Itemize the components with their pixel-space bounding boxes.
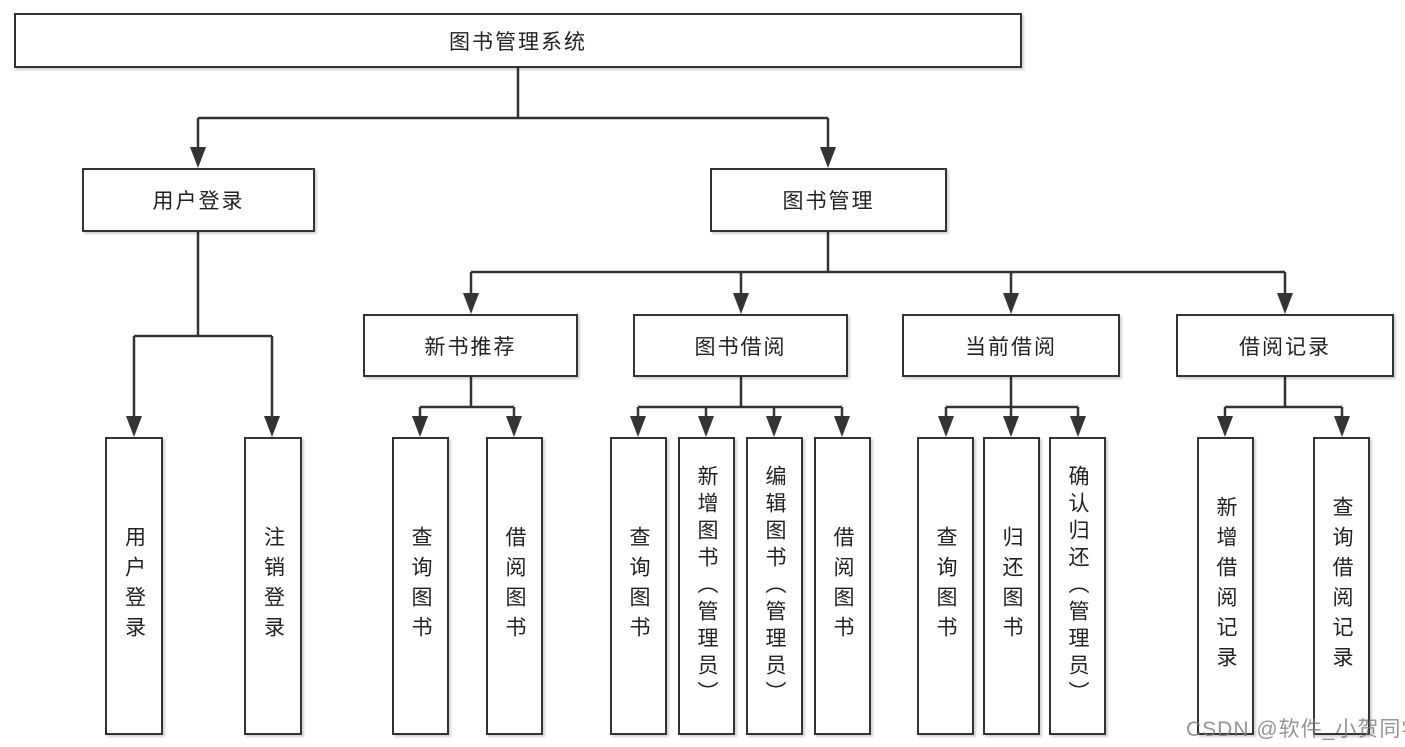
leaf-borrow-books: 借阅图书	[814, 437, 871, 735]
leaf-label: 新增图书（管理员）	[695, 464, 718, 708]
leaf-label: 查询图书	[627, 526, 650, 646]
leaf-label: 借阅图书	[831, 526, 854, 646]
leaf-label: 查询图书	[409, 526, 432, 646]
leaf-label: 查询图书	[934, 526, 957, 646]
leaf-user-login: 用户登录	[105, 437, 163, 735]
node-current-borrow: 当前借阅	[902, 314, 1120, 377]
leaf-label: 用户登录	[122, 526, 146, 646]
node-label: 用户登录	[152, 190, 245, 213]
leaf-logout: 注销登录	[244, 437, 302, 735]
leaf-label: 编辑图书（管理员）	[763, 464, 786, 708]
node-label: 图书管理	[782, 190, 875, 213]
node-borrow-records: 借阅记录	[1176, 314, 1394, 377]
node-label: 图书借阅	[694, 335, 787, 359]
leaf-label: 确认归还（管理员）	[1066, 464, 1089, 708]
node-label: 借阅记录	[1239, 335, 1331, 359]
leaf-label: 查询借阅记录	[1330, 496, 1353, 676]
node-label: 新书推荐	[424, 335, 517, 359]
node-new-book-recommend: 新书推荐	[363, 314, 578, 377]
leaf-query-borrow-record: 查询借阅记录	[1313, 437, 1370, 735]
node-book-management-branch: 图书管理	[710, 168, 947, 232]
leaf-confirm-return-admin: 确认归还（管理员）	[1049, 437, 1106, 735]
leaf-return-books: 归还图书	[983, 437, 1040, 735]
leaf-add-borrow-record: 新增借阅记录	[1197, 437, 1254, 735]
node-root-label: 图书管理系统	[449, 30, 587, 54]
leaf-edit-book-admin: 编辑图书（管理员）	[746, 437, 803, 735]
node-root-system: 图书管理系统	[14, 13, 1022, 68]
leaf-add-book-admin: 新增图书（管理员）	[678, 437, 735, 735]
leaf-label: 借阅图书	[503, 526, 526, 646]
leaf-label: 新增借阅记录	[1214, 496, 1237, 676]
leaf-query-books: 查询图书	[917, 437, 974, 735]
node-label: 当前借阅	[965, 335, 1057, 359]
leaf-query-books: 查询图书	[392, 437, 449, 735]
leaf-borrow-books: 借阅图书	[486, 437, 543, 735]
node-user-login-branch: 用户登录	[82, 168, 315, 232]
node-book-borrow: 图书借阅	[633, 314, 848, 377]
leaf-label: 归还图书	[1000, 526, 1023, 646]
leaf-label: 注销登录	[261, 526, 285, 646]
csdn-watermark: CSDN @软件_小贺同学	[1186, 718, 1405, 741]
leaf-query-books: 查询图书	[610, 437, 667, 735]
